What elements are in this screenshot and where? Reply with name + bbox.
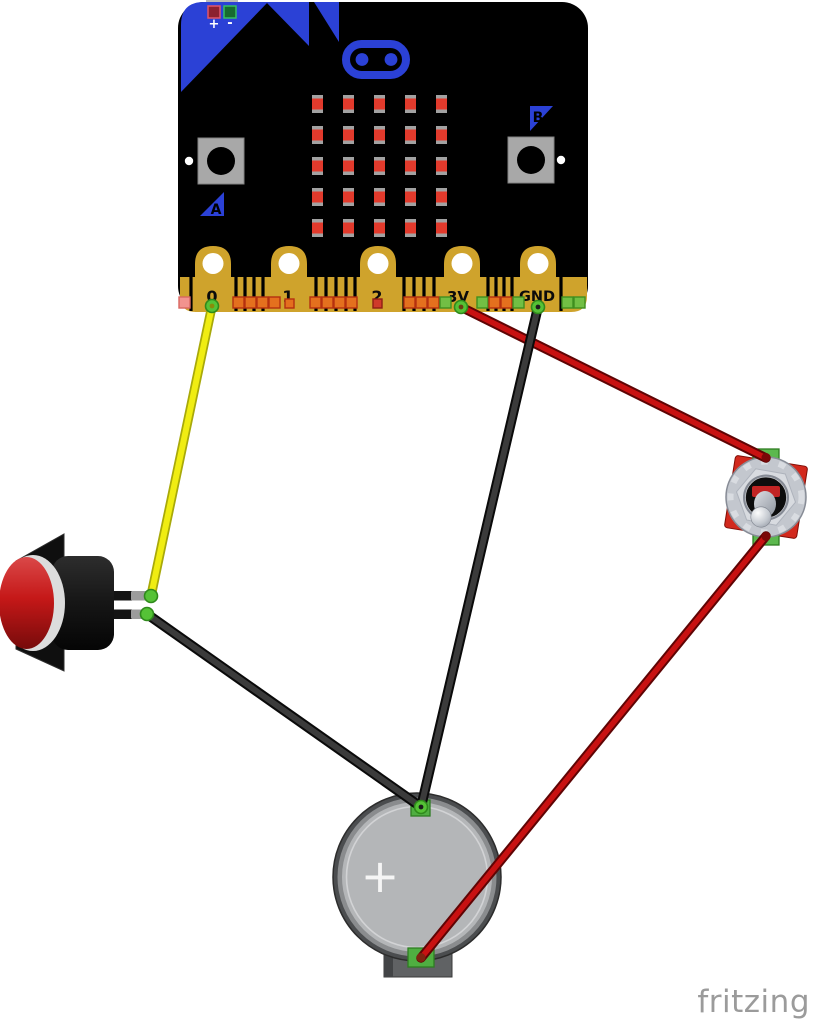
right-edge-dot xyxy=(556,155,566,165)
dot-center-battery-top xyxy=(418,804,424,810)
button-b-label: B xyxy=(533,110,544,126)
wire-gnd-to-battery[interactable] xyxy=(416,302,543,812)
microbit-board[interactable]: + - A B xyxy=(178,0,588,312)
board-top-edge-sliver xyxy=(206,0,238,3)
pushbutton[interactable] xyxy=(0,533,152,672)
plus-label: + xyxy=(209,17,220,32)
connection-dot-centers xyxy=(209,303,541,810)
corner-triangle-decor xyxy=(181,2,268,92)
pushbutton-cap[interactable] xyxy=(0,557,54,649)
pushbutton-body xyxy=(52,556,114,650)
dot-center-3v xyxy=(458,304,464,310)
fritzing-logo: fritzing xyxy=(697,984,810,1020)
pushbutton-leg-top-inner xyxy=(112,591,132,601)
toggle-switch[interactable] xyxy=(724,448,808,546)
button-a[interactable] xyxy=(197,137,245,185)
pin-label-0: 0 xyxy=(206,287,217,306)
pushbutton-leg-bottom-inner xyxy=(112,609,132,619)
button-a-label: A xyxy=(211,202,222,218)
pin-pad-0[interactable]: 0 xyxy=(195,246,231,312)
battery-plus-label: + xyxy=(361,849,400,903)
wire-tip-switch-bottom xyxy=(761,532,771,541)
switch-lever-ball[interactable] xyxy=(750,506,772,528)
dot-center-pin0 xyxy=(209,303,215,309)
pin-pad-1[interactable]: 1 xyxy=(271,246,307,312)
pad-indicator-row xyxy=(178,296,586,309)
wire-tip-battery-tab xyxy=(416,953,426,962)
connection-dot-button-bottom[interactable] xyxy=(139,606,155,622)
left-edge-dot xyxy=(184,156,194,166)
pin-pad-gnd[interactable]: GND xyxy=(519,246,556,312)
button-b[interactable] xyxy=(507,136,555,184)
edge-connector-pin-gaps xyxy=(189,277,563,311)
usb-connector-icon xyxy=(342,40,410,79)
pin-label-1: 1 xyxy=(282,287,293,306)
pin-label-gnd: GND xyxy=(519,289,555,305)
wire-pin0-to-button[interactable] xyxy=(146,301,217,601)
wire-tip-switch-top xyxy=(761,453,771,462)
minus-label: - xyxy=(227,16,232,31)
dot-center-gnd xyxy=(535,304,541,310)
pin-pad-2[interactable]: 2 xyxy=(360,246,396,312)
battery-polarity-minus-pad xyxy=(223,5,237,19)
pin-label-2: 2 xyxy=(371,287,382,306)
connection-dot-button-top[interactable] xyxy=(143,588,159,604)
triangle-decor-3 xyxy=(314,2,339,42)
button-a-flag xyxy=(200,192,224,216)
wire-button-to-battery[interactable] xyxy=(142,609,426,812)
wire-switch-to-battery[interactable] xyxy=(416,531,771,963)
wire-3v-to-switch[interactable] xyxy=(456,302,771,463)
wire-end-tips xyxy=(416,453,771,962)
battery-polarity-plus-pad xyxy=(207,5,221,19)
battery-tab-shadow xyxy=(384,944,393,977)
button-b-flag xyxy=(530,106,553,131)
triangle-decor-2 xyxy=(266,2,309,46)
